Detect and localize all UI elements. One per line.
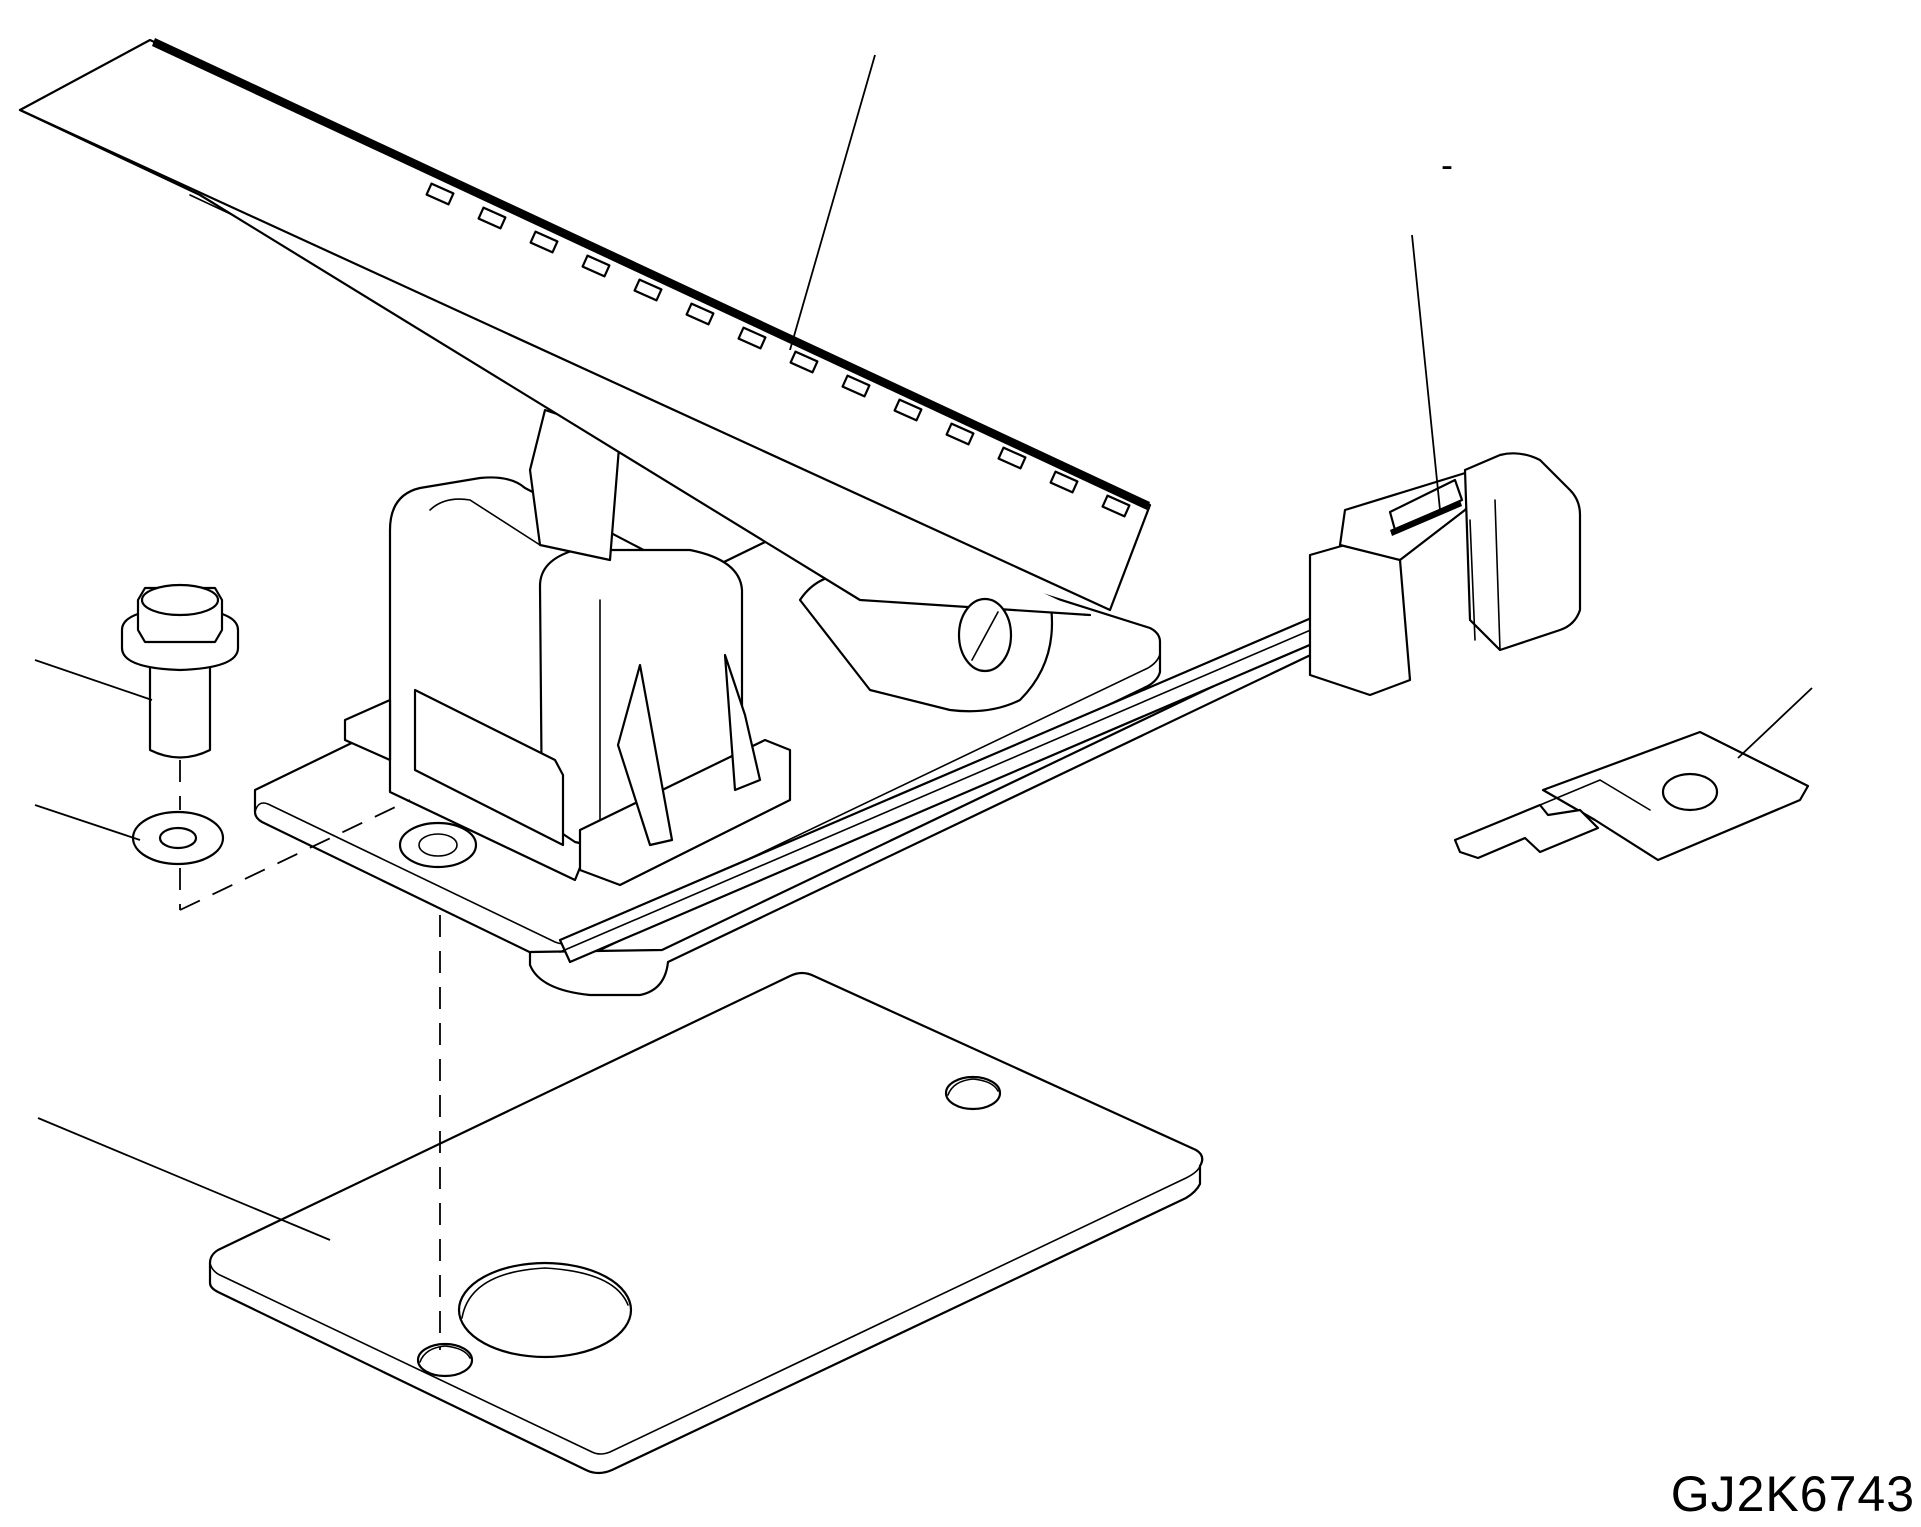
flange-bolt (120, 583, 240, 759)
electrical-connector (1308, 452, 1582, 697)
plate-large-hole (457, 1261, 633, 1359)
callout-mark: - (1441, 144, 1453, 185)
mounting-plate (208, 971, 1204, 1475)
flat-washer (131, 810, 225, 866)
leader-lines (34, 54, 1813, 1241)
pedal-housing (343, 476, 792, 887)
base-bolt-hole (398, 821, 478, 869)
pedal-treadle (18, 38, 1152, 713)
assembly-center-lines (179, 760, 441, 1350)
plate-small-hole-rear (944, 1075, 1002, 1111)
cable-clip (1453, 730, 1810, 862)
drawing-number: GJ2K6743 (1670, 1466, 1915, 1522)
treadle-ribs (425, 182, 1131, 518)
plate-small-hole-front (416, 1342, 474, 1378)
